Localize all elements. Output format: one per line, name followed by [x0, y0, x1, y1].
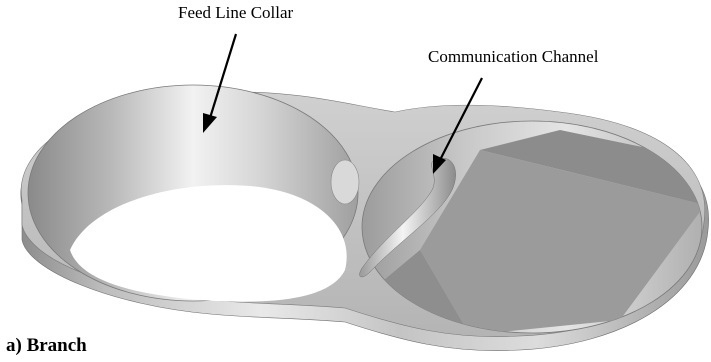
communication-channel — [359, 157, 456, 278]
communication-channel-label: Communication Channel — [428, 47, 599, 66]
feed-line-collar-arrow — [203, 33, 238, 133]
communication-channel-arrow — [433, 77, 483, 174]
cross-port — [330, 159, 360, 205]
feed-line-collar-label: Feed Line Collar — [178, 3, 294, 22]
figure-caption: a) Branch — [6, 335, 87, 356]
feed-line-collar-opening — [70, 185, 347, 302]
right-bore-floor — [420, 150, 702, 333]
